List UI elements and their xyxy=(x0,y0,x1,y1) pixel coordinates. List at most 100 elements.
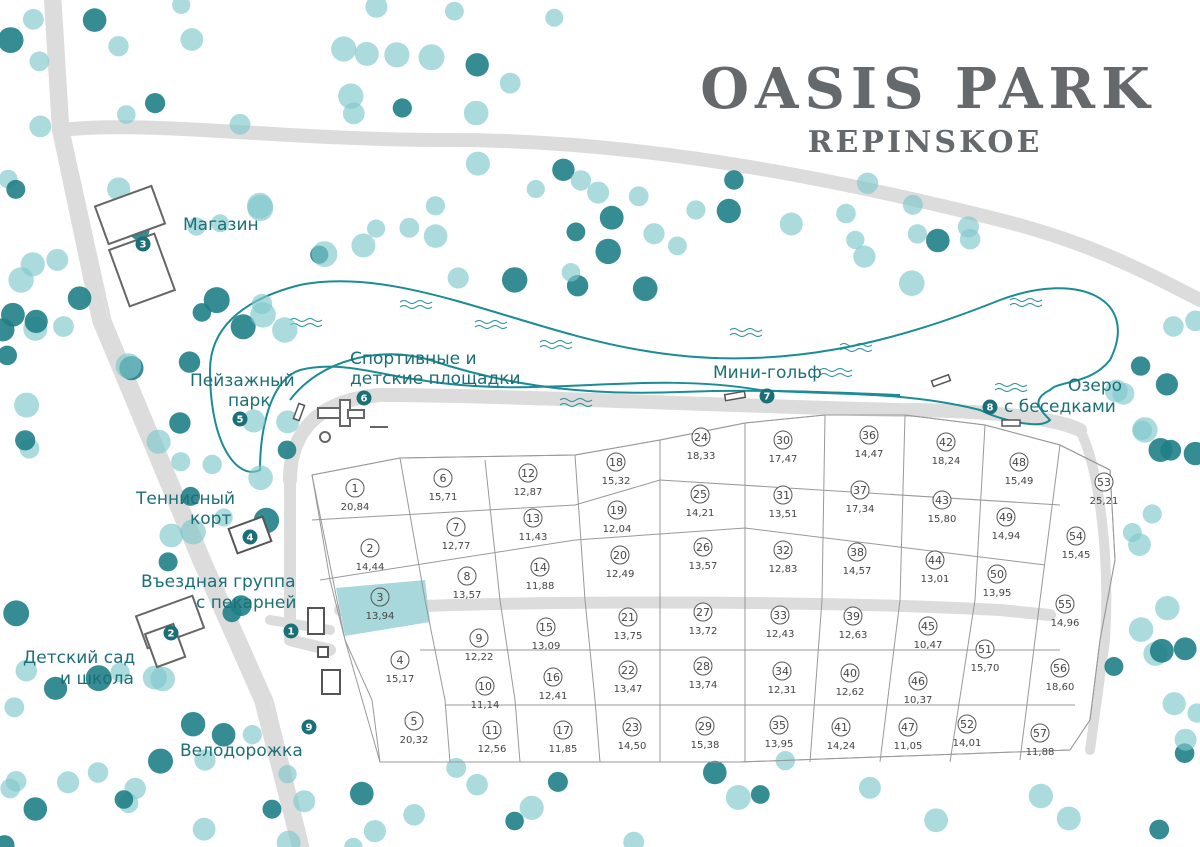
tree xyxy=(214,508,233,527)
plot-7[interactable]: 712,77 xyxy=(442,517,471,552)
tree xyxy=(29,115,52,138)
tree xyxy=(172,0,191,14)
plot-9[interactable]: 912,22 xyxy=(465,628,494,663)
plot-area: 10,37 xyxy=(904,695,933,706)
tree xyxy=(466,773,488,796)
plot-number-circle xyxy=(773,430,793,450)
plot-8[interactable]: 813,57 xyxy=(453,566,482,601)
poi-marker-7[interactable]: 7 xyxy=(759,388,775,404)
plot-number-circle xyxy=(1094,472,1114,492)
wave xyxy=(559,398,593,402)
plot-1[interactable]: 120,84 xyxy=(341,478,370,513)
tree xyxy=(338,83,364,109)
plot-area: 12,77 xyxy=(442,541,471,552)
poi-marker-3[interactable]: 3 xyxy=(135,236,151,252)
plot-number-circle xyxy=(840,663,860,683)
plot-number-circle xyxy=(847,542,867,562)
tree xyxy=(115,353,142,379)
tree xyxy=(250,302,276,328)
poi-marker-5[interactable]: 5 xyxy=(232,411,248,427)
tree xyxy=(1104,379,1128,403)
plot-number: 20 xyxy=(613,549,627,562)
plot-number-circle xyxy=(843,606,863,626)
tree xyxy=(57,771,80,794)
plot-number-circle xyxy=(1009,452,1029,472)
poi-marker-9[interactable]: 9 xyxy=(301,719,317,735)
wave xyxy=(994,383,1028,387)
tree xyxy=(1028,783,1054,809)
poi-marker-4[interactable]: 4 xyxy=(242,529,258,545)
plot-area: 14,01 xyxy=(953,738,982,749)
plot-2[interactable]: 214,44 xyxy=(356,538,385,573)
tree xyxy=(293,790,316,813)
plot-area: 20,84 xyxy=(341,502,370,513)
poi-marker-8[interactable]: 8 xyxy=(982,399,998,415)
plot-number: 40 xyxy=(843,667,857,680)
poi-marker-1[interactable]: 1 xyxy=(283,623,299,639)
plot-6[interactable]: 615,71 xyxy=(429,468,458,503)
tree xyxy=(344,837,363,847)
wave xyxy=(819,368,853,372)
plot-3[interactable]: 313,94 xyxy=(366,587,395,622)
plot-area: 18,33 xyxy=(687,451,716,462)
playground xyxy=(317,399,388,443)
plot-area: 13,57 xyxy=(453,590,482,601)
plot-number-circle xyxy=(693,656,713,676)
plot-5[interactable]: 520,32 xyxy=(400,711,429,746)
plot-4[interactable]: 415,17 xyxy=(386,650,415,685)
tree xyxy=(202,454,222,475)
plot-area: 11,05 xyxy=(894,741,923,752)
plot-number: 9 xyxy=(476,632,483,645)
poi-marker-2[interactable]: 2 xyxy=(163,625,179,641)
poi-marker-6[interactable]: 6 xyxy=(356,390,372,406)
